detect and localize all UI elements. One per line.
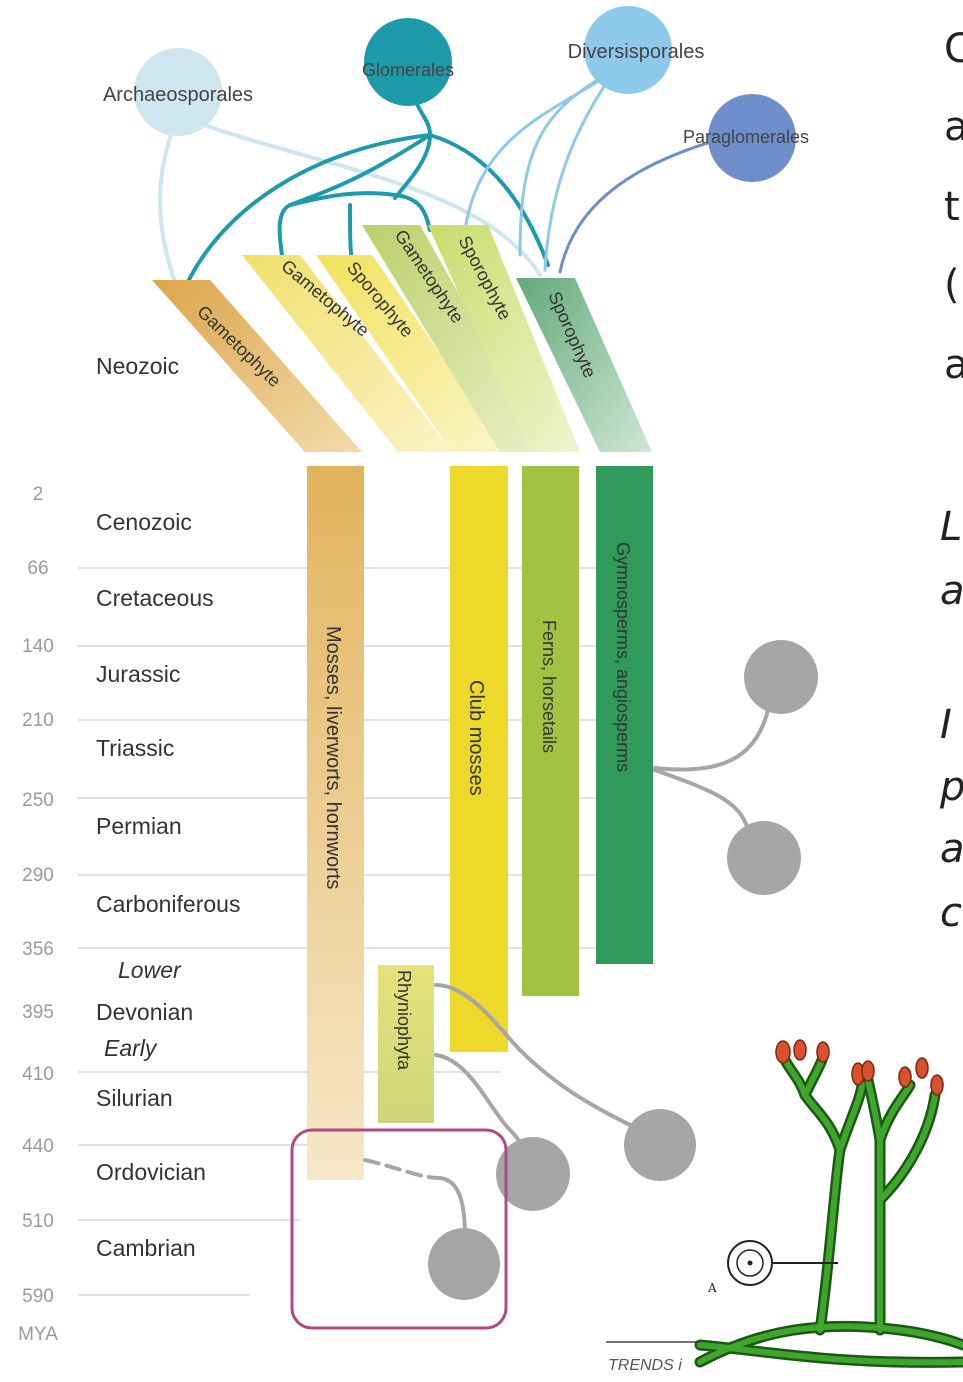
diversisporales-label: Diversisporales xyxy=(568,41,705,63)
glomerales-label: Glomerales xyxy=(362,60,454,80)
bar-gymnosperms xyxy=(596,466,653,964)
fungal-connections xyxy=(158,68,737,302)
spore-callout-inner xyxy=(736,1249,764,1277)
grey-link-dashed xyxy=(363,1158,442,1180)
mya-tick-410: 410 xyxy=(22,1064,54,1085)
cut-italic-6: c xyxy=(940,890,962,936)
cut-off-slide-text: C a t ( a L a I p a c xyxy=(939,26,963,936)
glomerales-node xyxy=(364,18,452,106)
cut-line-3: t xyxy=(944,184,960,230)
mya-tick-140: 140 xyxy=(22,636,54,657)
neozoic-label: Neozoic xyxy=(96,353,179,379)
grey-node-2 xyxy=(727,821,801,895)
mya-tick-440: 440 xyxy=(22,1136,54,1157)
cut-line-1: C xyxy=(944,26,963,72)
glom-link-a xyxy=(178,133,432,302)
mya-tick-356: 356 xyxy=(22,939,54,960)
period-jurassic: Jurassic xyxy=(96,661,180,687)
glom-link-f xyxy=(393,133,432,200)
cut-line-4: ( xyxy=(944,262,960,308)
cut-italic-2: a xyxy=(940,568,963,614)
label-club-mosses: Club mosses xyxy=(465,680,487,796)
bar-mosses xyxy=(307,466,364,1180)
grey-fungal-nodes xyxy=(428,640,818,1300)
divers-link-b xyxy=(543,68,617,272)
period-devonian: Devonian xyxy=(96,999,193,1025)
fungal-labels: Archaeosporales Glomerales Diversisporal… xyxy=(103,41,809,147)
period-cambrian: Cambrian xyxy=(96,1235,196,1261)
bar-club-mosses xyxy=(450,466,508,1052)
period-early: Early xyxy=(104,1035,158,1061)
archaeosporales-node xyxy=(134,48,222,136)
archaeosporales-label: Archaeosporales xyxy=(103,84,253,106)
stage-ribbon-3 xyxy=(316,255,508,452)
cut-line-5: a xyxy=(944,342,963,388)
cut-italic-5: a xyxy=(940,826,963,872)
paraglom-link xyxy=(558,133,737,274)
stage-ribbon-1 xyxy=(152,280,362,452)
period-lower: Lower xyxy=(118,957,182,983)
paraglomerales-node xyxy=(708,94,796,182)
stage-ribbon-5 xyxy=(428,225,580,452)
period-triassic: Triassic xyxy=(96,735,174,761)
period-permian: Permian xyxy=(96,813,182,839)
stage-ribbon-6 xyxy=(516,278,652,452)
mya-tick-395: 395 xyxy=(22,1002,54,1023)
label-ferns: Ferns, horsetails xyxy=(539,620,559,753)
mya-tick-510: 510 xyxy=(22,1211,54,1232)
figure-label: A xyxy=(707,1281,717,1295)
bar-rhyniophyta xyxy=(378,965,434,1123)
archaeo-link-1 xyxy=(158,113,180,284)
cut-italic-1: L xyxy=(940,504,962,550)
grey-link-rhynio-upper xyxy=(434,983,642,1132)
diversisporales-node xyxy=(584,6,672,94)
label-gymnosperms: Gymnosperms, angiosperms xyxy=(613,542,633,772)
divers-link-c xyxy=(518,68,617,257)
bar-ferns xyxy=(522,466,579,996)
grey-node-1 xyxy=(744,640,818,714)
stage-ribbon-2 xyxy=(242,255,452,452)
grey-link-gymno-upper xyxy=(653,698,772,772)
label-rhyniophyta: Rhyniophyta xyxy=(394,970,414,1071)
period-silurian: Silurian xyxy=(96,1085,173,1111)
sporangia xyxy=(775,1039,944,1096)
cut-italic-4: p xyxy=(939,764,963,810)
glom-link-d xyxy=(288,191,432,232)
mya-tick-66: 66 xyxy=(27,558,48,579)
label-mosses: Mosses, liverworts, hornworts xyxy=(322,626,344,889)
glom-link-c xyxy=(348,203,354,264)
mya-tick-210: 210 xyxy=(22,710,54,731)
archaeo-link-2 xyxy=(176,113,542,277)
rhyniophyte-illustration: A xyxy=(694,1039,963,1368)
grey-node-3 xyxy=(624,1109,696,1181)
stage-ribbon-4 xyxy=(362,225,548,452)
grey-link-gymno-lower xyxy=(653,768,750,832)
cut-line-2: a xyxy=(944,104,963,150)
period-cenozoic: Cenozoic xyxy=(96,509,192,535)
glom-link-e xyxy=(428,133,550,267)
fungal-nodes xyxy=(134,6,796,182)
period-cretaceous: Cretaceous xyxy=(96,585,214,611)
grey-node-5 xyxy=(428,1228,500,1300)
cambrian-highlight-box xyxy=(290,1128,508,1330)
divers-link-a xyxy=(463,68,617,232)
stage-ribbons xyxy=(152,225,652,452)
lineage-labels: Mosses, liverworts, hornworts Club mosse… xyxy=(322,542,633,1071)
mya-tick-250: 250 xyxy=(22,790,54,811)
mya-tick-2: 2 xyxy=(33,484,44,505)
period-ordovician: Ordovician xyxy=(96,1159,206,1185)
mya-unit: MYA xyxy=(18,1324,58,1345)
period-carboniferous: Carboniferous xyxy=(96,891,240,917)
lineage-bars xyxy=(307,466,653,1180)
grey-node-4 xyxy=(496,1137,570,1211)
credit-label: TRENDS i xyxy=(608,1357,682,1374)
cut-italic-3: I xyxy=(940,702,952,748)
mya-tick-590: 590 xyxy=(22,1286,54,1307)
paraglomerales-label: Paraglomerales xyxy=(683,127,809,147)
mya-tick-290: 290 xyxy=(22,865,54,886)
